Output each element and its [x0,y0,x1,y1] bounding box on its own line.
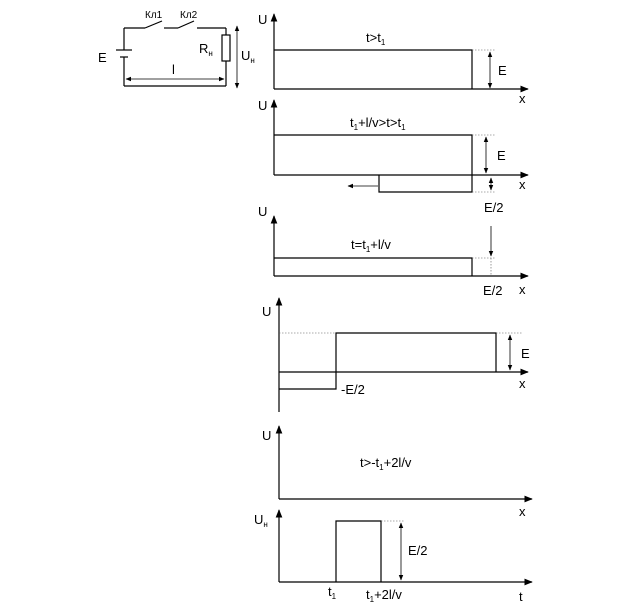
panel-5: U x t>-t1+2l/v [262,425,533,519]
panel-2: U x E E/2 t1+l/v>t>t1 [258,98,529,215]
y-axis-label: U [258,98,267,113]
condition-label: t=t1+l/v [351,237,391,254]
panel-6: Uн t E/2 t1 t1+2l/v [254,509,533,604]
y-axis-label: U [258,204,267,219]
switch-1 [144,20,163,29]
voltage-wave [274,257,473,276]
length-label: l [172,62,175,77]
circuit-schematic: E Кл1 Кл2 Rн Uн l [98,10,255,89]
x-axis-label: x [519,282,526,297]
x-axis-label: x [519,91,526,106]
condition-label: t>t1 [366,30,386,47]
t1-label: t1 [328,584,337,601]
x-axis-label: x [519,376,526,391]
half-amplitude-label: E/2 [484,200,504,215]
reflected-wave [378,175,473,193]
y-axis-label: U [262,428,271,443]
panel-4: U x E -E/2 [262,297,530,412]
amplitude-label: E [521,346,530,361]
y-axis-label: Uн [254,512,268,529]
negative-half-label: -E/2 [341,382,365,397]
resistor-label: Rн [199,41,213,58]
t2-label: t1+2l/v [366,587,402,604]
panel-3: U x E/2 t=t1+l/v [258,204,529,298]
half-amplitude-label: E/2 [408,543,428,558]
voltage-wave [274,49,473,89]
x-axis-label: x [519,177,526,192]
load-resistor [221,34,231,62]
half-amplitude-label: E/2 [483,283,503,298]
switch2-label: Кл2 [180,10,198,21]
amplitude-label: E [498,63,507,78]
load-voltage-label: Uн [241,48,255,65]
incident-wave [274,134,473,175]
load-voltage-pulse [335,520,382,582]
voltage-wave [279,332,497,390]
switch-2 [177,20,195,29]
amplitude-label: E [497,148,506,163]
switch1-label: Кл1 [145,10,163,21]
x-axis-label: x [519,504,526,519]
panel-1: U x E t>t1 [258,12,529,106]
y-axis-label: U [258,12,267,27]
source-label: E [98,50,107,65]
condition-label: t1+l/v>t>t1 [350,115,406,132]
time-axis-label: t [519,589,523,604]
condition-label: t>-t1+2l/v [360,455,412,472]
y-axis-label: U [262,304,271,319]
